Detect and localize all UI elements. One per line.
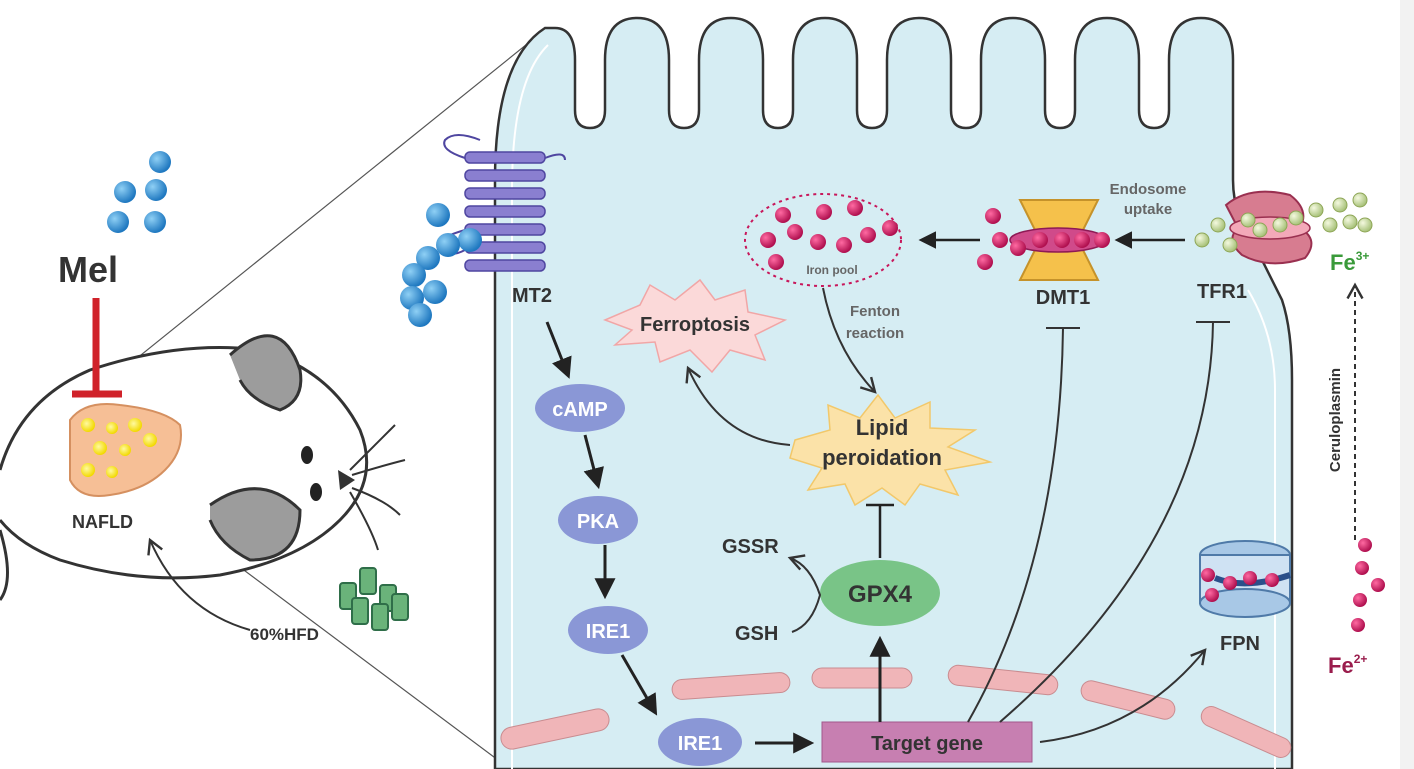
fe3-label: Fe3+ [1330, 249, 1369, 275]
ceruloplasmin-label: Ceruloplasmin [1327, 368, 1344, 472]
iron-pool-label: Iron pool [806, 263, 857, 277]
iron-pool [744, 193, 902, 287]
mt2-label: MT2 [512, 285, 552, 307]
lipid-peroxidation-burst [789, 393, 993, 507]
endosome-label-line2: uptake [1124, 201, 1172, 218]
ferroptosis-label: Ferroptosis [640, 314, 750, 336]
mouse-illustration [0, 334, 406, 601]
nafld-label: NAFLD [72, 512, 133, 532]
gsh-to-gssr-arrow [787, 554, 822, 633]
endosome-label-line1: Endosome [1110, 181, 1187, 198]
target-gene-box [821, 721, 1033, 763]
pka-node [558, 496, 638, 544]
fenton-label-line1: Fenton [850, 303, 900, 320]
dmt1-iron-particles [977, 208, 1110, 270]
nuclear-envelope [500, 664, 1292, 758]
target-to-fpn-arrow [1039, 648, 1207, 743]
gpx4-label: GPX4 [848, 581, 913, 608]
fpn-fe2-particles [1201, 538, 1385, 632]
fenton-label-line2: reaction [846, 325, 904, 342]
mel-inhibition [72, 298, 122, 398]
ire1-lower-node [658, 718, 742, 766]
melatonin-molecules [107, 151, 171, 233]
lipid-label-line1: Lipid [856, 415, 909, 440]
tfr1-fe3-particles [1194, 192, 1373, 253]
hfd-pellets [339, 567, 409, 631]
target-inhibits-transporters [967, 321, 1230, 723]
mel-label: Mel [58, 249, 118, 290]
iron-pool-particles [760, 200, 898, 270]
camp-label: cAMP [552, 399, 608, 421]
ferroptosis-burst [602, 278, 788, 374]
ire1-lower-label: IRE1 [678, 733, 722, 755]
liver [69, 403, 182, 497]
tfr1-transporter-icon [1224, 190, 1313, 265]
gpx4-inhibits-lipid [866, 503, 894, 558]
lipid-to-ferroptosis-arrow [685, 365, 791, 446]
dmt1-label: DMT1 [1036, 287, 1090, 309]
gssr-label: GSSR [722, 536, 779, 558]
fe2-label: Fe2+ [1328, 652, 1367, 678]
melatonin-bound-cluster [400, 203, 482, 327]
lipid-label-line2: peroidation [822, 445, 942, 470]
mt2-receptor-icon [436, 134, 566, 272]
gsh-label: GSH [735, 623, 778, 645]
hfd-to-nafld-arrow [147, 537, 251, 631]
ire1-upper-label: IRE1 [586, 621, 630, 643]
gpx4-node [820, 560, 940, 626]
fenton-arrow [822, 287, 877, 394]
fpn-label: FPN [1220, 633, 1260, 655]
right-edge-strip [1400, 0, 1414, 769]
hfd-label: 60%HFD [250, 625, 319, 644]
signaling-arrows [545, 321, 815, 754]
ire1-upper-node [568, 606, 648, 654]
tfr1-label: TFR1 [1197, 281, 1247, 303]
pka-label: PKA [577, 511, 619, 533]
camp-node [535, 384, 625, 432]
target-gene-label: Target gene [871, 733, 983, 755]
